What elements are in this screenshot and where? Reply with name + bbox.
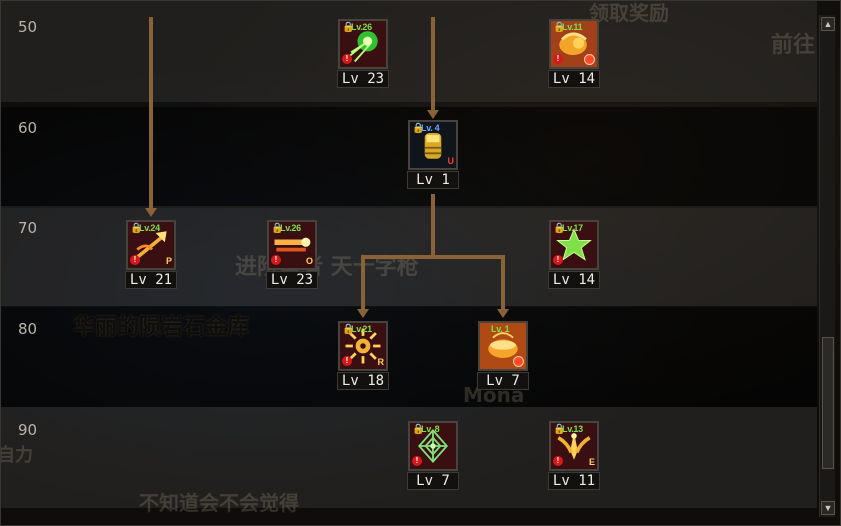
- required-level: Lv.26: [280, 223, 301, 233]
- skill-type-badge: E: [588, 457, 595, 467]
- bg-text: 不知道会不会觉得: [139, 491, 299, 515]
- green-star-icon: 🔒Lv.17!: [549, 220, 599, 270]
- required-level: Lv. 4: [421, 123, 440, 133]
- skill-level-label: Lv 7: [477, 372, 529, 390]
- lock-icon: 🔒: [342, 324, 355, 335]
- level-label-80: 80: [18, 320, 38, 338]
- lock-icon: 🔒: [412, 424, 425, 435]
- alert-icon: !: [130, 255, 140, 265]
- skill-level-label: Lv 7: [407, 472, 459, 490]
- golden-sunburst-icon: 🔒Lv.21! R: [338, 321, 388, 371]
- arrowhead-icon: [145, 208, 157, 217]
- lock-icon: 🔒: [553, 223, 566, 234]
- bg-text: 前往: [771, 33, 816, 58]
- green-lattice-icon: 🔒Lv. 8!: [408, 421, 458, 471]
- chevron-up-icon: ▲: [823, 19, 833, 29]
- bg-text: 自力: [0, 445, 33, 466]
- required-level: Lv. 8: [421, 424, 440, 434]
- golden-wings-icon: 🔒Lv.13! E: [549, 421, 599, 471]
- skill-level-label: Lv 21: [125, 271, 177, 289]
- scroll-down-button[interactable]: ▼: [821, 501, 835, 515]
- clock-icon: [513, 356, 524, 367]
- required-level: Lv.26: [351, 22, 372, 32]
- skill-type-badge: P: [165, 256, 172, 266]
- skill-type-badge: O: [305, 256, 313, 266]
- arrowhead-icon: [497, 309, 509, 318]
- skill-slot[interactable]: 🔒Lv.11!Lv 14: [548, 19, 600, 89]
- required-level: Lv.11: [562, 22, 583, 32]
- skill-slot[interactable]: 🔒Lv. 4 U Lv 1: [407, 120, 459, 190]
- required-level: Lv.24: [139, 223, 160, 233]
- skill-slot[interactable]: 🔒Lv.17!Lv 14: [548, 220, 600, 290]
- vertical-scrollbar[interactable]: ▲ ▼: [819, 15, 835, 517]
- skill-slot[interactable]: 🔒Lv.21! R Lv 18: [337, 321, 389, 391]
- alert-icon: !: [342, 54, 352, 64]
- skill-level-label: Lv 18: [337, 372, 389, 390]
- bg-text: 华丽的陨岩石金库: [73, 315, 250, 340]
- golden-gauntlet-icon: 🔒Lv. 4 U: [408, 120, 458, 170]
- lock-icon: 🔒: [271, 223, 284, 234]
- clock-icon: [584, 54, 595, 65]
- lock-icon: 🔒: [412, 123, 425, 134]
- alert-icon: !: [412, 456, 422, 466]
- chevron-down-icon: ▼: [823, 503, 833, 513]
- skill-slot[interactable]: 🔒Lv. 8!Lv 7: [407, 421, 459, 491]
- level-label-70: 70: [18, 219, 38, 237]
- required-level: Lv.21: [351, 324, 372, 334]
- level-band-80: [1, 306, 817, 407]
- skill-type-badge: U: [447, 156, 455, 166]
- alert-icon: !: [342, 356, 352, 366]
- skill-slot[interactable]: 🔒Lv.24! P Lv 21: [125, 220, 177, 290]
- scroll-thumb[interactable]: [822, 337, 834, 469]
- skill-slot[interactable]: 🔒Lv.26!Lv 23: [337, 19, 389, 89]
- level-label-60: 60: [18, 119, 38, 137]
- arrowhead-icon: [427, 110, 439, 119]
- skill-level-label: Lv 1: [407, 171, 459, 189]
- bg-text: 进阶勇者 天十字枪: [235, 255, 419, 280]
- golden-fist-icon: 🔒Lv.11!: [549, 19, 599, 69]
- skill-slot[interactable]: Lv. 1 Lv 7: [477, 321, 529, 391]
- skill-slot[interactable]: 🔒Lv.13! E Lv 11: [548, 421, 600, 491]
- level-label-90: 90: [18, 421, 38, 439]
- green-burst-icon: 🔒Lv.26!: [338, 19, 388, 69]
- lock-icon: 🔒: [342, 22, 355, 33]
- alert-icon: !: [553, 54, 563, 64]
- golden-spear-icon: 🔒Lv.24! P: [126, 220, 176, 270]
- level-label-50: 50: [18, 18, 38, 36]
- skill-slot[interactable]: 🔒Lv.26! O Lv 23: [266, 220, 318, 290]
- skill-type-badge: R: [377, 357, 385, 367]
- skill-level-label: Lv 14: [548, 70, 600, 88]
- bg-text: 领取奖励: [589, 1, 669, 25]
- alert-icon: !: [553, 456, 563, 466]
- alert-icon: !: [553, 255, 563, 265]
- skill-level-label: Lv 11: [548, 472, 600, 490]
- skill-level-label: Lv 14: [548, 271, 600, 289]
- skill-connectors: [145, 17, 509, 318]
- skill-level-label: Lv 23: [337, 70, 389, 88]
- scroll-up-button[interactable]: ▲: [821, 17, 835, 31]
- flame-dash-icon: 🔒Lv.26! O: [267, 220, 317, 270]
- required-level: Lv. 1: [491, 324, 510, 334]
- golden-bowl-icon: Lv. 1: [478, 321, 528, 371]
- lock-icon: 🔒: [553, 424, 566, 435]
- skill-level-label: Lv 23: [266, 271, 318, 289]
- required-level: Lv.17: [562, 223, 583, 233]
- arrowhead-icon: [357, 309, 369, 318]
- lock-icon: 🔒: [130, 223, 143, 234]
- connector-arrow: [361, 255, 505, 312]
- lock-icon: 🔒: [553, 22, 566, 33]
- required-level: Lv.13: [562, 424, 583, 434]
- alert-icon: !: [271, 255, 281, 265]
- level-band-50: [1, 1, 817, 102]
